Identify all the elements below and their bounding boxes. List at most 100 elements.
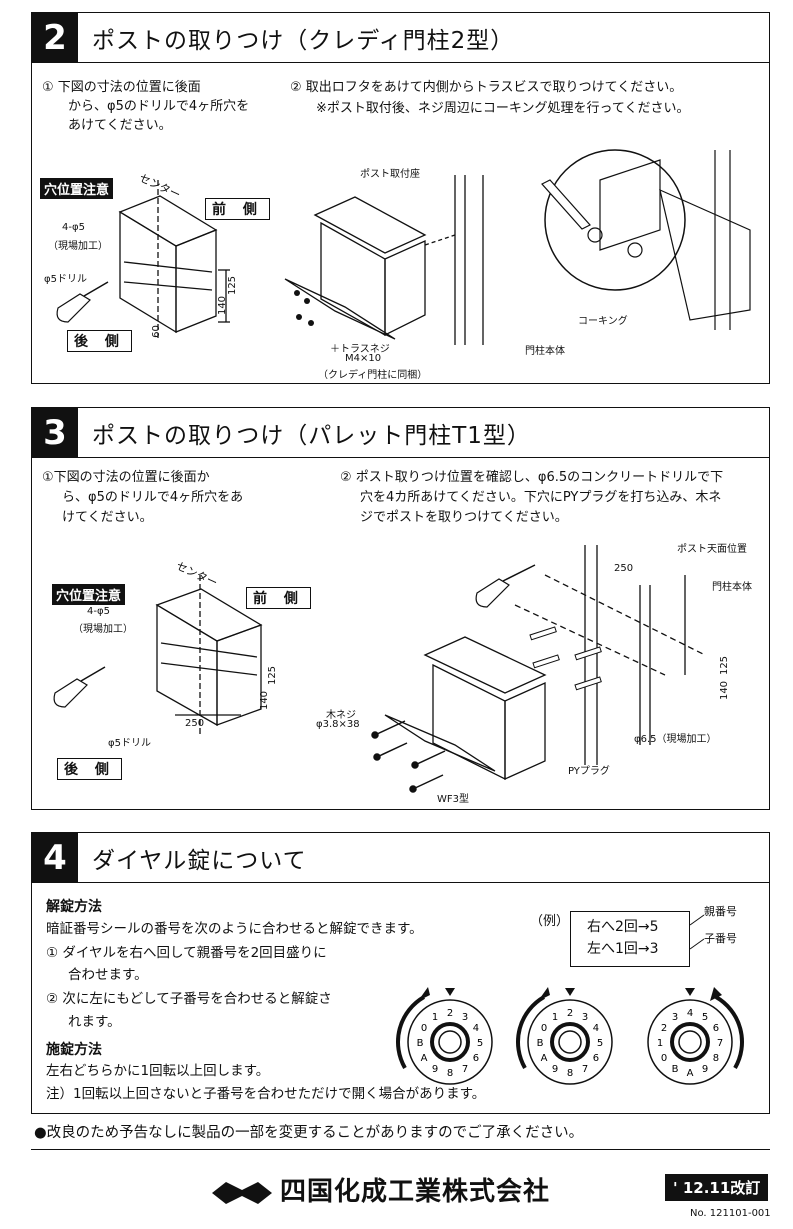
dial-digit: 5 xyxy=(702,1012,708,1023)
s3-front-tag: 前 側 xyxy=(246,587,311,609)
dial-digit: 5 xyxy=(477,1038,483,1049)
dial-digit: 3 xyxy=(462,1012,468,1023)
footer-notice: ●改良のため予告なしに製品の一部を変更することがありますのでご了承ください。 xyxy=(34,1125,584,1141)
revision-badge: ' 12.11改訂 xyxy=(665,1174,769,1201)
dial-digit: A xyxy=(421,1053,428,1064)
dial-digit: 7 xyxy=(462,1064,468,1075)
s3-step2-line3: ジでポストを取りつけてください。 xyxy=(360,510,568,525)
s2-holes-label: 4-φ5 xyxy=(62,222,85,233)
dial-digit: 4 xyxy=(473,1023,479,1034)
dial-digit: 4 xyxy=(593,1023,599,1034)
footer-rule xyxy=(31,1149,770,1150)
s2-step2-line2: ※ポスト取付後、ネジ周辺にコーキング処理を行ってください。 xyxy=(316,101,690,116)
s4-unlock-line4: ② 次に左にもどして子番号を合わせると解錠さ xyxy=(46,991,332,1007)
s2-pillar-label: 門柱本体 xyxy=(525,346,565,357)
s4-example-box: 右へ2回→5 左へ1回→3 xyxy=(570,911,690,967)
s3-dim-250b: 250 xyxy=(614,563,634,574)
dial-digit: 1 xyxy=(552,1012,558,1023)
s4-lock-note: 注）1回転以上回さないと子番号を合わせただけで開く場合があります。 xyxy=(46,1086,486,1102)
s4-parent-no-label: 親番号 xyxy=(704,905,737,918)
s3-step1-line3: けてください。 xyxy=(62,510,153,525)
section-4-number: 4 xyxy=(32,832,78,883)
s4-unlock-line3: 合わせます。 xyxy=(68,967,148,983)
company-logo-icon xyxy=(212,1182,272,1204)
dial-digit: 6 xyxy=(713,1023,719,1034)
dial-digit: 1 xyxy=(432,1012,438,1023)
dial-digit: 3 xyxy=(582,1012,588,1023)
s2-step1-line2: から、φ5のドリルで4ヶ所穴を xyxy=(68,99,250,114)
s2-screw-size-label: M4×10 xyxy=(345,353,382,364)
section-4: 4 ダイヤル錠について xyxy=(31,832,770,1114)
s3-wood-screws xyxy=(371,720,446,793)
s4-lock-heading: 施錠方法 xyxy=(46,1042,102,1058)
s2-drill-icon xyxy=(56,281,109,323)
s3-concrete-drill-icon xyxy=(475,564,536,608)
doc-number: No. 121101-001 xyxy=(690,1208,771,1219)
s3-step2-line1: ② ポスト取りつけ位置を確認し、φ6.5のコンクリートドリルで下 xyxy=(340,470,724,485)
section-4-header: 4 ダイヤル錠について xyxy=(32,832,769,883)
s2-box-diagram xyxy=(56,180,230,338)
s3-holes-label: 4-φ5 xyxy=(87,606,110,617)
dial-digit: 9 xyxy=(702,1064,708,1075)
dial-digit: 2 xyxy=(447,1008,453,1019)
company-name: 四国化成工業株式会社 xyxy=(280,1177,551,1207)
s2-step1-line1: ① 下図の寸法の位置に後面 xyxy=(42,80,201,95)
dial-digit: 8 xyxy=(567,1068,573,1079)
s3-mount-diagram xyxy=(371,545,706,793)
rotation-arrow xyxy=(714,995,744,1069)
s2-screw-label: ＋トラスネジ xyxy=(330,344,390,355)
dial-digit: 4 xyxy=(687,1008,693,1019)
dial-digit: 8 xyxy=(447,1068,453,1079)
section-2: 2 ポストの取りつけ（クレディ門柱2型） xyxy=(31,12,770,384)
s2-onsite-label: （現場加工） xyxy=(48,241,108,252)
s2-screw-note-label: （クレディ門柱に同梱） xyxy=(318,370,428,381)
s3-post-top-label: ポスト天面位置 xyxy=(677,544,747,555)
s4-unlock-line2: ① ダイヤルを右へ回して親番号を2回目盛りに xyxy=(46,945,327,961)
dial-digit: 6 xyxy=(593,1053,599,1064)
s2-back-tag: 後 側 xyxy=(67,330,132,352)
s3-drill-label: φ5ドリル xyxy=(108,738,151,749)
dial-digit: 8 xyxy=(713,1053,719,1064)
s2-screws xyxy=(294,290,314,326)
dial-digit: B xyxy=(672,1064,679,1075)
s4-lock-line1: 左右どちらかに1回転以上回します。 xyxy=(46,1063,270,1079)
s3-back-tag: 後 側 xyxy=(57,758,122,780)
s4-child-no-label: 子番号 xyxy=(704,932,737,945)
dial-digit: 3 xyxy=(672,1012,678,1023)
dial-digit: B xyxy=(537,1038,544,1049)
s4-example-line2: 左へ1回→3 xyxy=(587,941,659,957)
dial-digit: 9 xyxy=(432,1064,438,1075)
dial-digit: 6 xyxy=(473,1053,479,1064)
s4-example-label: （例） xyxy=(530,914,570,929)
dial-digit: 2 xyxy=(567,1008,573,1019)
dial-digit: 7 xyxy=(717,1038,723,1049)
s3-dim-250: 250 xyxy=(185,718,205,729)
dial-digit: A xyxy=(541,1053,548,1064)
s3-hole-caution-tag: 穴位置注意 xyxy=(52,584,126,605)
s2-hole-caution-tag: 穴位置注意 xyxy=(40,178,114,199)
s2-mount-diagram xyxy=(284,175,484,345)
s3-step1-line1: ①下図の寸法の位置に後面か xyxy=(42,470,210,485)
dial-digit: 1 xyxy=(657,1038,663,1049)
s3-drill65-label: φ6.5（現場加工） xyxy=(634,734,717,745)
s2-step1-line3: あけてください。 xyxy=(68,118,172,133)
s2-step2-line1: ② 取出ロフタをあけて内側からトラスビスで取りつけてください。 xyxy=(290,80,683,95)
dial-digit: 9 xyxy=(552,1064,558,1075)
s2-caulking-label: コーキング xyxy=(578,316,628,327)
dial-digit: 0 xyxy=(541,1023,547,1034)
dial-digit: 2 xyxy=(661,1023,667,1034)
s3-wood-screw-size: φ3.8×38 xyxy=(316,719,360,730)
section-3: 3 ポストの取りつけ（パレット門柱T1型） xyxy=(31,407,770,810)
s2-post-seat-label: ポスト取付座 xyxy=(360,169,420,180)
section-2-number: 2 xyxy=(32,12,78,63)
s3-step1-line2: ら、φ5のドリルで4ヶ所穴をあ xyxy=(62,490,244,505)
dial-digit: B xyxy=(417,1038,424,1049)
dial-digit: 0 xyxy=(421,1023,427,1034)
s3-py-plugs xyxy=(529,626,602,691)
s3-wf3-label: WF3型 xyxy=(437,794,470,805)
rotation-arrow xyxy=(516,995,546,1069)
